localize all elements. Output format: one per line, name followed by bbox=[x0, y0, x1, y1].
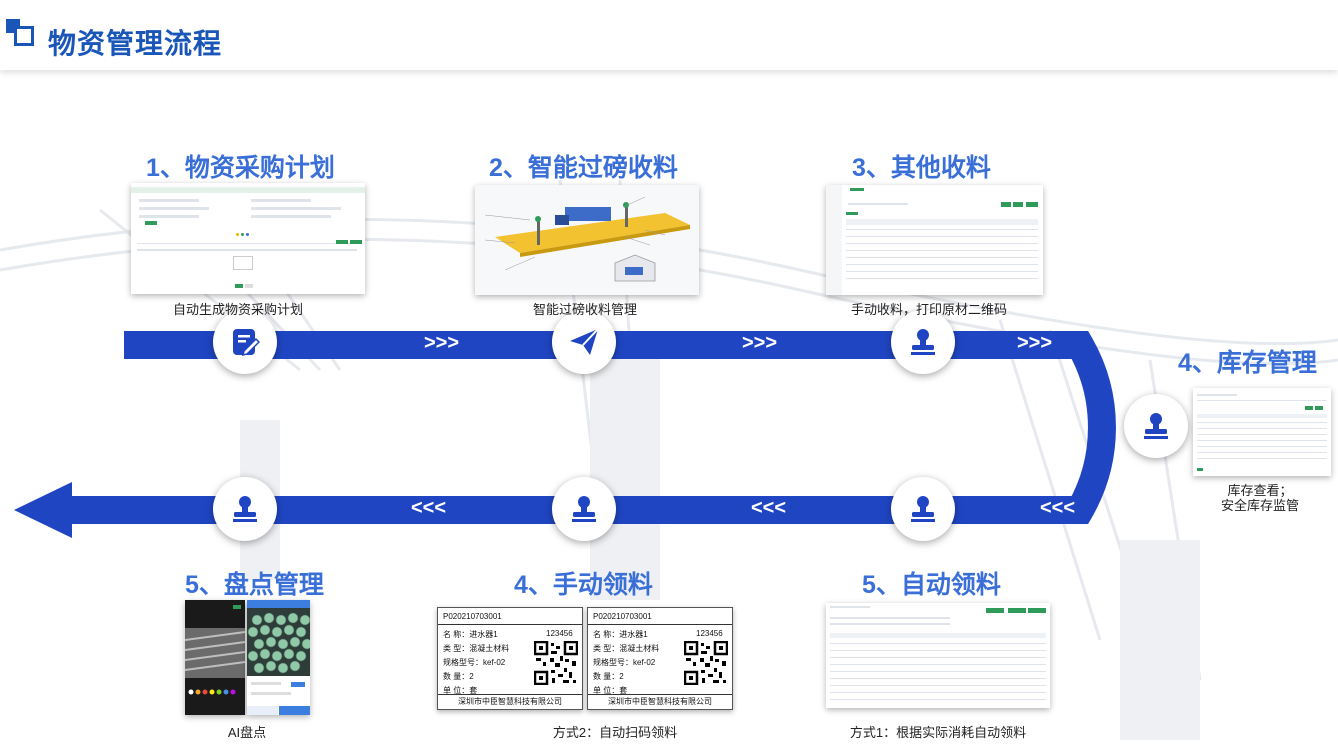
step7-phone-left bbox=[185, 600, 245, 715]
step1-screenshot bbox=[131, 183, 365, 294]
card-code: P020210703001 bbox=[593, 612, 652, 621]
chevron-back-2: <<< bbox=[751, 497, 787, 519]
chevron-forward-3: >>> bbox=[1017, 332, 1053, 354]
step2-screenshot bbox=[475, 185, 699, 295]
step7-caption: AI盘点 bbox=[227, 725, 267, 740]
card-company: 深圳市中臣智慧科技有限公司 bbox=[438, 694, 582, 709]
step3-screenshot bbox=[826, 185, 1043, 295]
stamp-icon bbox=[911, 496, 935, 522]
step3-title: 3、其他收料 bbox=[852, 154, 991, 182]
step4-node bbox=[1124, 394, 1188, 458]
card-qty-value: 2 bbox=[469, 672, 474, 681]
step2-caption: 智能过磅收料管理 bbox=[532, 302, 637, 317]
card-unit-label: 单 位： bbox=[443, 686, 470, 695]
step1-node bbox=[213, 310, 277, 374]
card-name-label: 名 称： bbox=[593, 630, 620, 639]
card-spec-label: 规格型号： bbox=[443, 658, 483, 667]
step1-caption: 自动生成物资采购计划 bbox=[172, 302, 303, 317]
step4-title: 4、库存管理 bbox=[1178, 349, 1317, 377]
header-bar bbox=[0, 0, 1338, 70]
step4-caption-line1: 库存查看； bbox=[1227, 483, 1293, 498]
label-card-right: P020210703001 名 称：进水器1 类 型：混凝土材料 规格型号：ke… bbox=[587, 607, 733, 710]
step7-phone-right bbox=[247, 600, 310, 715]
stamp-icon bbox=[911, 329, 935, 355]
qr-code-icon bbox=[684, 641, 728, 685]
page-title: 物资管理流程 bbox=[48, 28, 223, 59]
step6-node bbox=[552, 477, 616, 541]
stamp-icon bbox=[233, 496, 257, 522]
card-qty-label: 数 量： bbox=[443, 672, 470, 681]
card-number: 123456 bbox=[696, 629, 723, 638]
step6-caption: 方式2：自动扫码领料 bbox=[552, 725, 678, 740]
flow-arrowhead bbox=[14, 482, 72, 538]
card-spec-value: kef-02 bbox=[633, 658, 656, 667]
step2-node bbox=[552, 310, 616, 374]
step5-node bbox=[891, 477, 955, 541]
card-unit-label: 单 位： bbox=[593, 686, 620, 695]
title-logo-frame bbox=[14, 26, 34, 46]
qr-code-icon bbox=[534, 641, 578, 685]
step3-node bbox=[891, 310, 955, 374]
step7-title: 5、盘点管理 bbox=[185, 571, 324, 599]
card-unit-value: 套 bbox=[469, 686, 478, 695]
card-spec-value: kef-02 bbox=[483, 658, 506, 667]
card-name-value: 进水器1 bbox=[619, 630, 648, 639]
edit-doc-icon bbox=[233, 329, 260, 357]
step4-caption-line2: 安全库存监管 bbox=[1220, 498, 1299, 513]
step4-screenshot bbox=[1193, 388, 1331, 476]
card-number: 123456 bbox=[546, 629, 573, 638]
card-company: 深圳市中臣智慧科技有限公司 bbox=[588, 694, 732, 709]
card-qty-label: 数 量： bbox=[593, 672, 620, 681]
card-name-value: 进水器1 bbox=[469, 630, 498, 639]
card-type-label: 类 型： bbox=[443, 644, 470, 653]
step6-title: 4、手动领料 bbox=[514, 571, 653, 599]
step7-node bbox=[213, 477, 277, 541]
step4-caption: 库存查看； 安全库存监管 bbox=[1203, 483, 1317, 513]
paper-plane-icon bbox=[570, 328, 599, 355]
chevron-back-3: <<< bbox=[1040, 497, 1076, 519]
stamp-icon bbox=[1144, 413, 1168, 439]
card-code: P020210703001 bbox=[443, 612, 502, 621]
card-type-value: 混凝土材料 bbox=[469, 644, 510, 653]
stamp-icon bbox=[572, 496, 596, 522]
step5-screenshot bbox=[826, 603, 1050, 708]
step3-caption: 手动收料，打印原材二维码 bbox=[850, 302, 1007, 317]
chevron-forward-2: >>> bbox=[742, 332, 778, 354]
bridge-background bbox=[0, 179, 1338, 740]
chevron-back-1: <<< bbox=[411, 497, 447, 519]
card-qty-value: 2 bbox=[619, 672, 624, 681]
chevron-forward-1: >>> bbox=[424, 332, 460, 354]
card-spec-label: 规格型号： bbox=[593, 658, 633, 667]
card-name-label: 名 称： bbox=[443, 630, 470, 639]
step2-title: 2、智能过磅收料 bbox=[489, 154, 678, 182]
card-type-label: 类 型： bbox=[593, 644, 620, 653]
card-type-value: 混凝土材料 bbox=[619, 644, 660, 653]
card-unit-value: 套 bbox=[619, 686, 628, 695]
step5-title: 5、自动领料 bbox=[862, 571, 1001, 599]
label-card-left: P020210703001 名 称：进水器1 类 型：混凝土材料 规格型号：ke… bbox=[437, 607, 583, 710]
step1-title: 1、物资采购计划 bbox=[146, 154, 335, 182]
step5-caption: 方式1：根据实际消耗自动领料 bbox=[849, 725, 1027, 740]
